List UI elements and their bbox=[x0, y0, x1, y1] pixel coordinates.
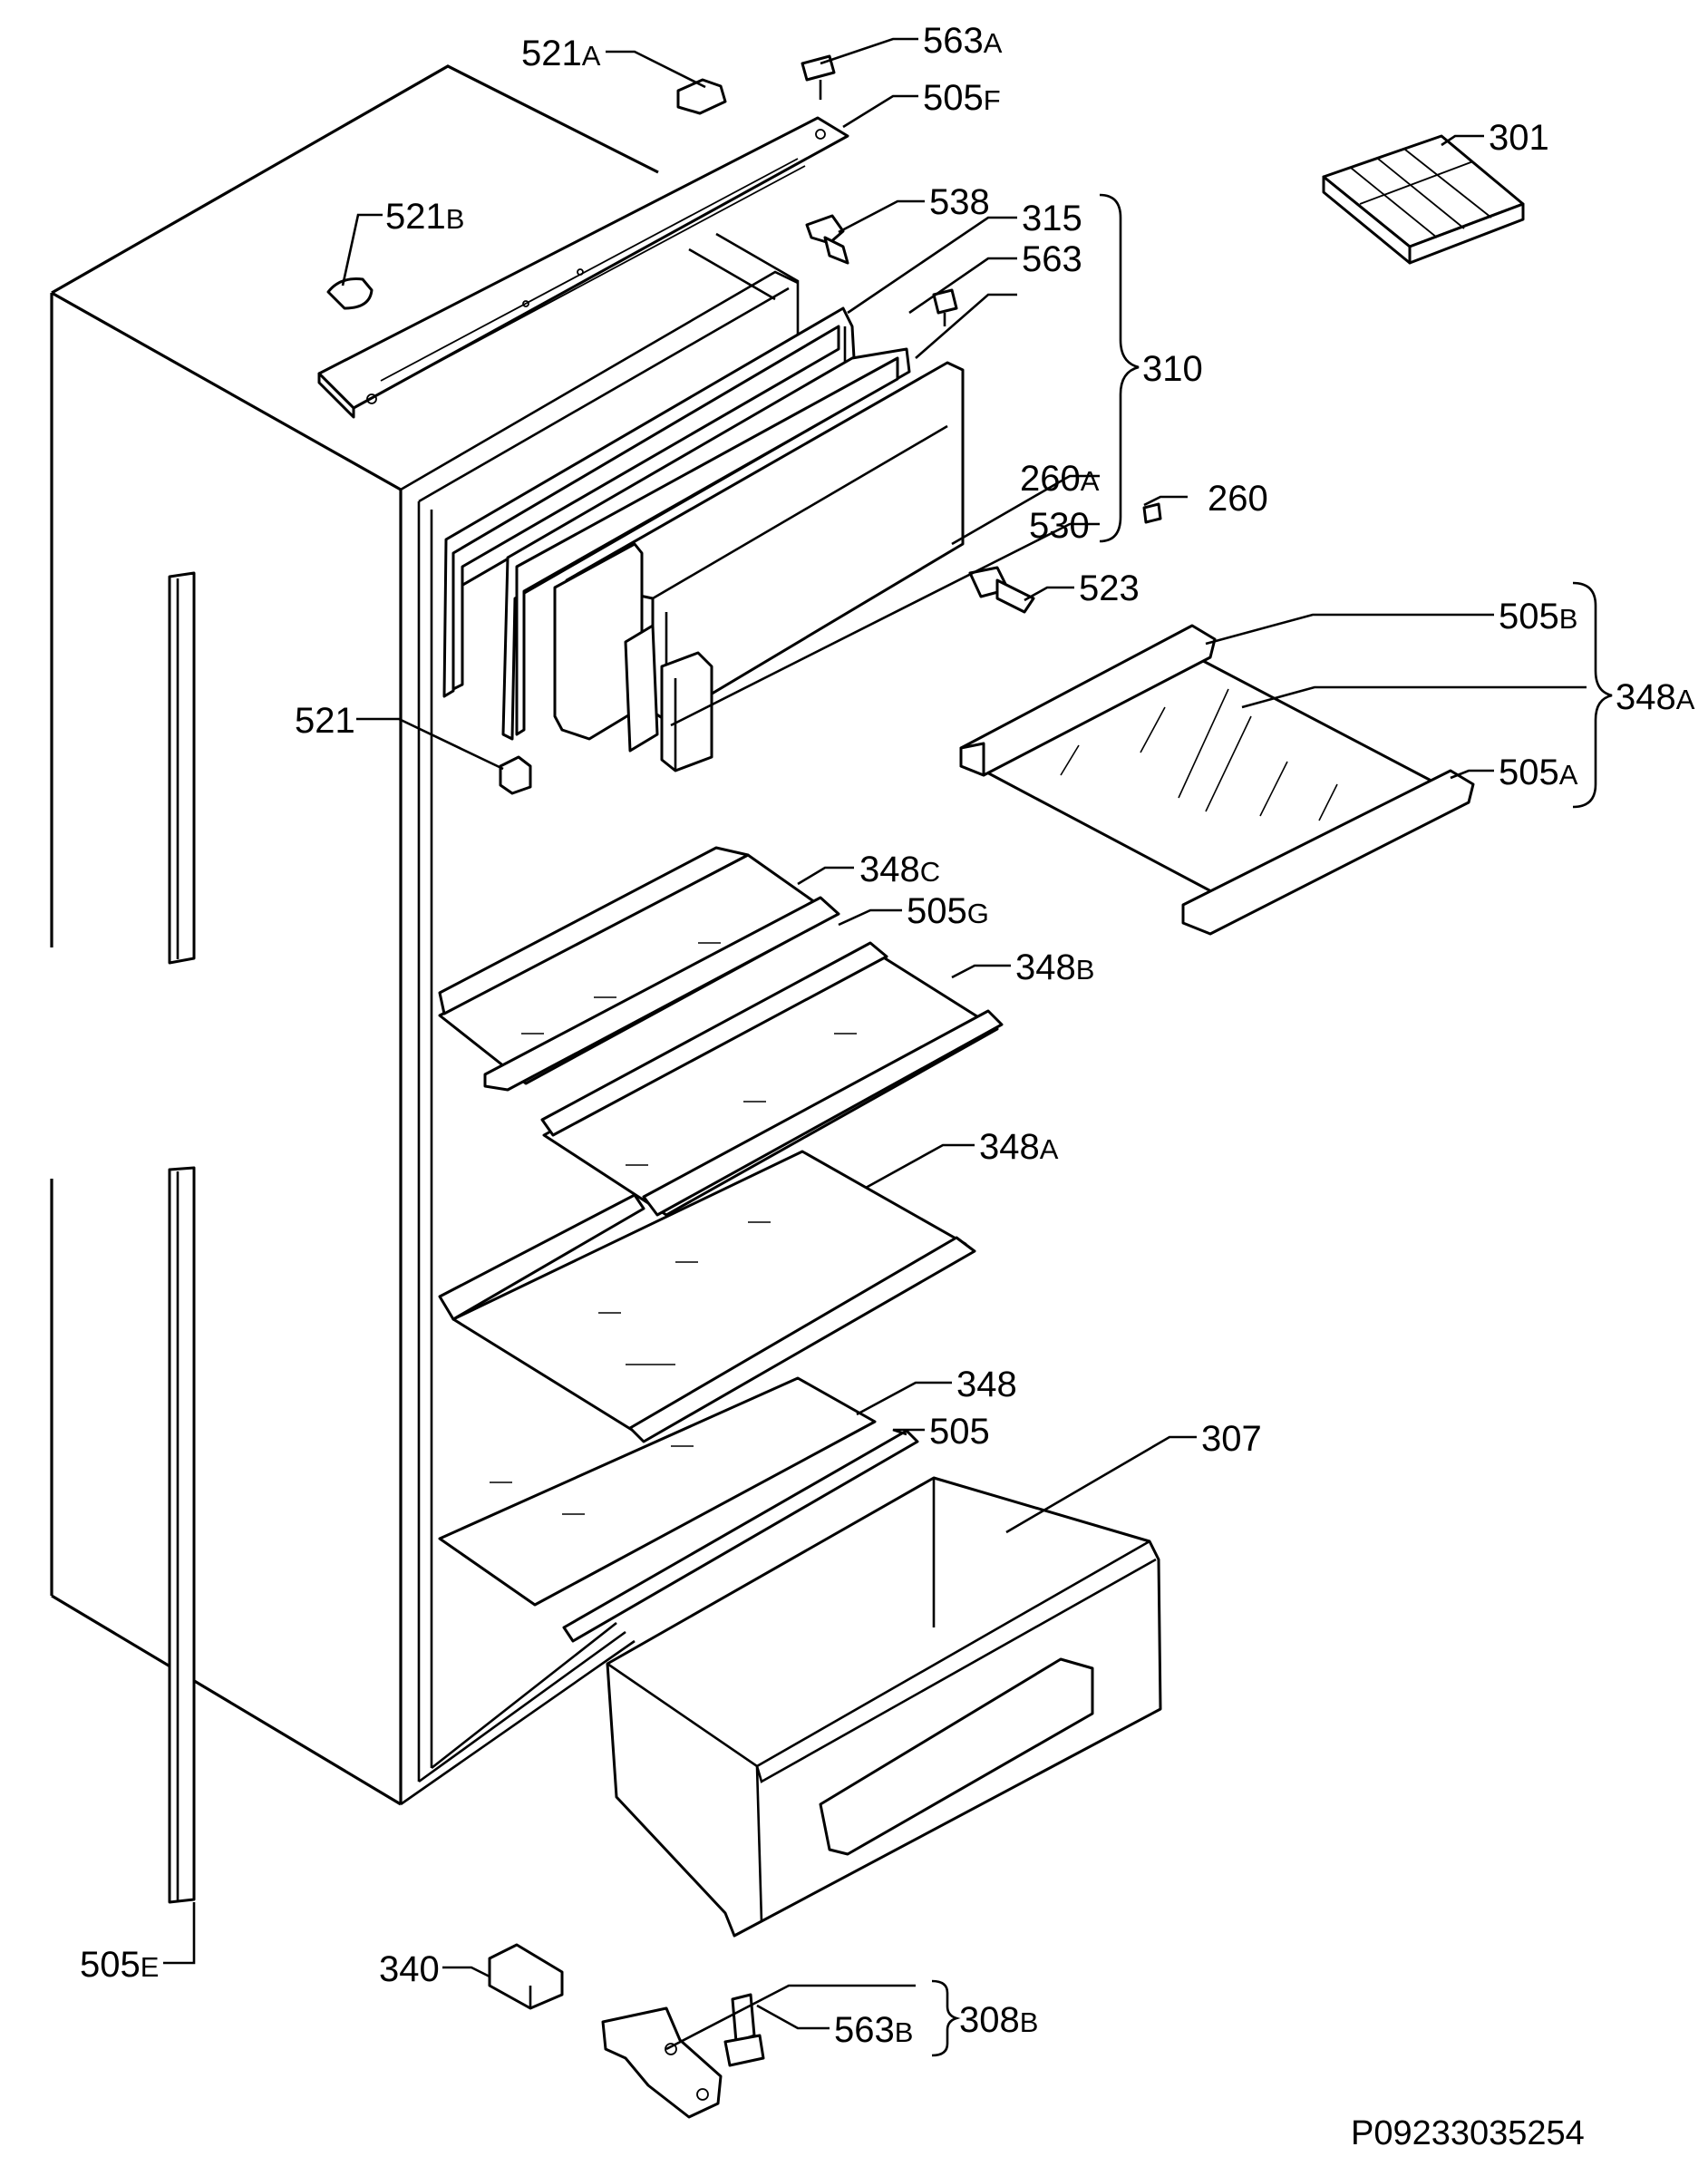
bracket-310 bbox=[1099, 193, 1140, 543]
top-hinge-505F bbox=[317, 116, 849, 419]
label-505F: 505F bbox=[923, 78, 1001, 118]
label-505B: 505B bbox=[1499, 597, 1577, 636]
label-563: 563 bbox=[1022, 239, 1082, 279]
freezer-door-assembly bbox=[442, 306, 965, 772]
glass-shelf-348A-right bbox=[959, 624, 1475, 936]
crisper-drawer-307 bbox=[606, 1476, 1162, 1938]
bracket-308B bbox=[931, 1979, 961, 2057]
label-505E: 505E bbox=[80, 1945, 159, 1985]
label-505G: 505G bbox=[907, 891, 989, 931]
shelf-trim-505 bbox=[562, 1429, 919, 1643]
label-348: 348 bbox=[956, 1365, 1017, 1404]
shelf-348B bbox=[540, 941, 1004, 1217]
shelf-348C bbox=[438, 846, 840, 1092]
label-315: 315 bbox=[1022, 199, 1082, 238]
label-530: 530 bbox=[1029, 506, 1090, 546]
label-307: 307 bbox=[1201, 1419, 1262, 1459]
bracket-348A bbox=[1572, 581, 1613, 809]
label-563A: 563A bbox=[923, 21, 1003, 61]
label-348C: 348C bbox=[859, 850, 940, 889]
label-340: 340 bbox=[379, 1949, 440, 1989]
part-labels: 521A 563A 505F 521B 538 315 563 310 260A… bbox=[80, 21, 1695, 2050]
drawing-code: P09233035254 bbox=[1351, 2114, 1585, 2152]
label-348B: 348B bbox=[1015, 947, 1094, 987]
leader-lines bbox=[163, 37, 1587, 2051]
shelf-348A-middle bbox=[438, 1150, 976, 1443]
label-521A: 521A bbox=[521, 34, 601, 73]
label-348A-right: 348A bbox=[1616, 677, 1695, 717]
label-260: 260 bbox=[1208, 479, 1268, 519]
door-seal-505E bbox=[168, 571, 196, 1904]
shelf-348-bottom bbox=[438, 1376, 877, 1607]
ice-tray-301 bbox=[1322, 134, 1525, 265]
label-521B: 521B bbox=[385, 197, 464, 237]
label-505A: 505A bbox=[1499, 753, 1578, 792]
label-260A: 260A bbox=[1020, 459, 1100, 499]
label-523: 523 bbox=[1079, 568, 1140, 608]
label-521: 521 bbox=[295, 701, 355, 741]
label-538: 538 bbox=[929, 182, 990, 222]
label-348A: 348A bbox=[979, 1127, 1059, 1167]
label-310: 310 bbox=[1142, 349, 1203, 389]
label-301: 301 bbox=[1489, 118, 1549, 158]
label-505: 505 bbox=[929, 1412, 990, 1452]
label-308B: 308B bbox=[959, 2000, 1038, 2040]
label-563B: 563B bbox=[834, 2010, 913, 2050]
